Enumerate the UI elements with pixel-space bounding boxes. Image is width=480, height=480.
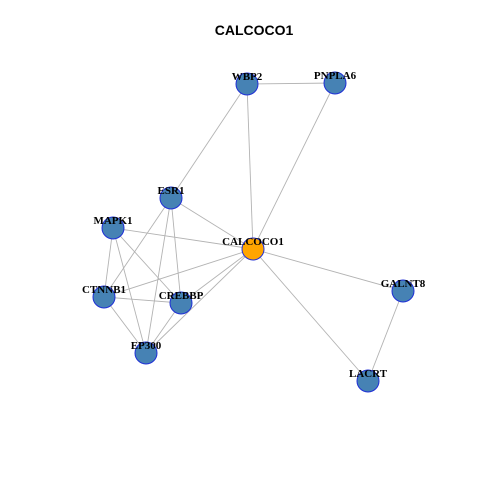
node-mapk1[interactable] xyxy=(101,216,125,240)
graph-title: CALCOCO1 xyxy=(215,22,294,38)
edge-mapk1-calcoco1 xyxy=(112,227,254,250)
edge-calcoco1-lacrt xyxy=(252,248,369,382)
node-label-wbp2: WBP2 xyxy=(232,71,263,83)
edge-wbp2-esr1 xyxy=(170,83,248,199)
edge-mapk1-ep300 xyxy=(112,227,147,354)
edge-wbp2-calcoco1 xyxy=(246,83,254,250)
node-esr1[interactable] xyxy=(159,186,183,210)
edge-layer xyxy=(103,82,404,382)
edge-wbp2-pnpla6 xyxy=(246,82,336,85)
edge-ctnnb1-ep300 xyxy=(103,296,147,354)
edge-esr1-calcoco1 xyxy=(170,197,254,250)
edge-galnt8-lacrt xyxy=(367,290,404,382)
node-pnpla6[interactable] xyxy=(323,71,347,95)
edge-calcoco1-ctnnb1 xyxy=(103,248,254,298)
edge-esr1-ctnnb1 xyxy=(103,197,172,298)
edge-esr1-crebbp xyxy=(170,197,182,304)
edge-esr1-ep300 xyxy=(145,197,172,354)
node-label-crebbp: CREBBP xyxy=(159,290,204,302)
node-label-ctnnb1: CTNNB1 xyxy=(82,284,126,296)
node-ctnnb1[interactable] xyxy=(92,285,116,309)
edge-pnpla6-calcoco1 xyxy=(252,82,336,250)
node-label-pnpla6: PNPLA6 xyxy=(314,70,357,82)
node-label-calcoco1: CALCOCO1 xyxy=(222,236,284,248)
node-crebbp[interactable] xyxy=(169,291,193,315)
edge-mapk1-ctnnb1 xyxy=(103,227,114,298)
node-layer xyxy=(92,71,415,393)
edge-calcoco1-crebbp xyxy=(180,248,254,304)
node-label-esr1: ESR1 xyxy=(158,185,185,197)
node-galnt8[interactable] xyxy=(391,279,415,303)
node-calcoco1[interactable] xyxy=(241,237,265,261)
node-label-mapk1: MAPK1 xyxy=(93,215,132,227)
edge-calcoco1-galnt8 xyxy=(252,248,404,292)
node-label-ep300: EP300 xyxy=(131,340,162,352)
node-label-lacrt: LACRT xyxy=(349,368,388,380)
node-wbp2[interactable] xyxy=(235,72,259,96)
node-label-galnt8: GALNT8 xyxy=(381,278,426,290)
edge-mapk1-crebbp xyxy=(112,227,182,304)
edge-ctnnb1-crebbp xyxy=(103,296,182,304)
edge-calcoco1-ep300 xyxy=(145,248,254,354)
node-ep300[interactable] xyxy=(134,341,158,365)
node-lacrt[interactable] xyxy=(356,369,380,393)
